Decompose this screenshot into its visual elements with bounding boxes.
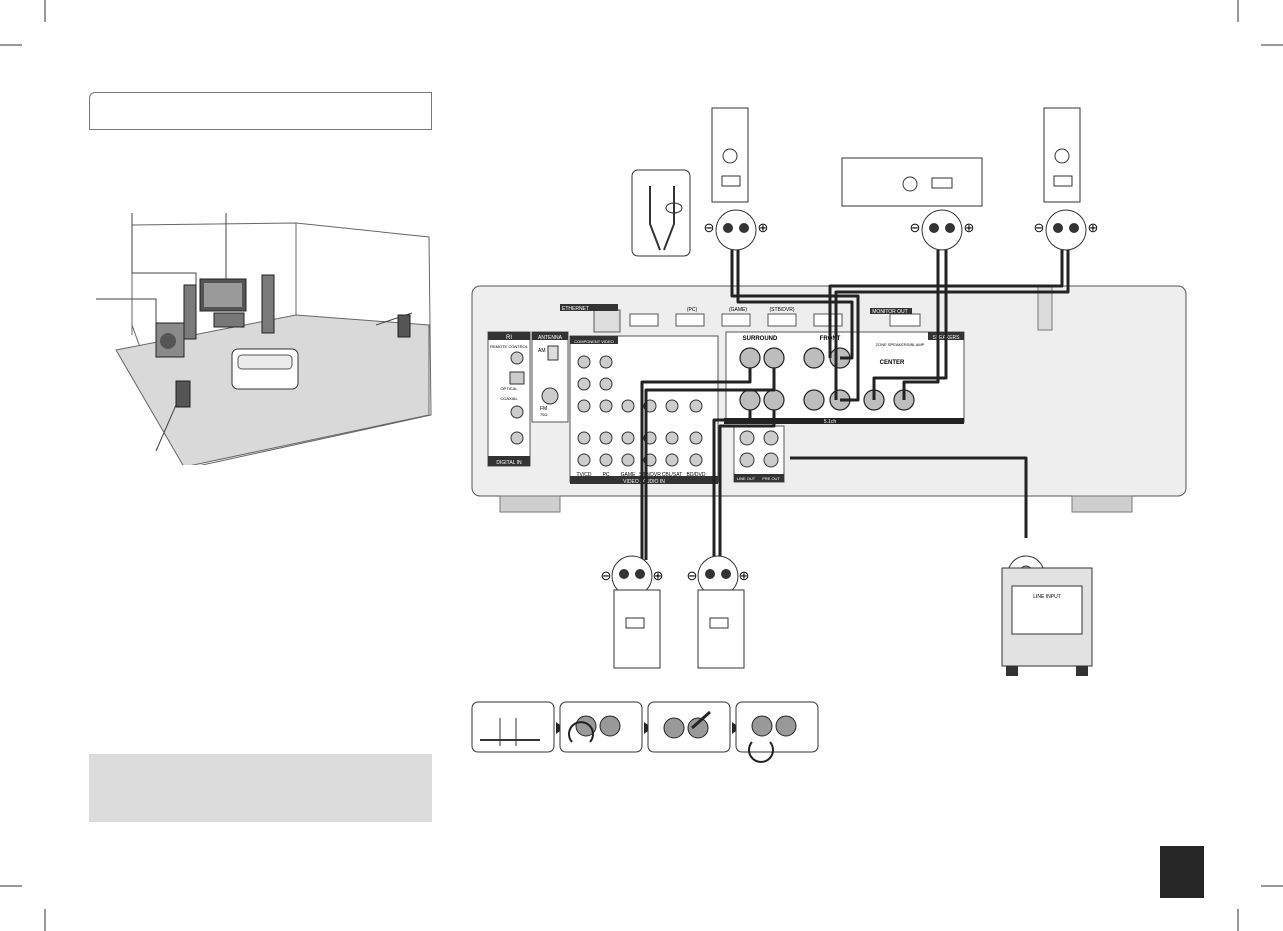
- coaxial-label: COAXIAL: [500, 396, 518, 401]
- input-label-cblsat: CBL/SAT: [662, 472, 682, 478]
- svg-text:⊕: ⊕: [758, 220, 769, 235]
- svg-text:⊖: ⊖: [601, 568, 612, 583]
- video-audio-in-label: VIDEO / AUDIO IN: [623, 479, 665, 485]
- surround-right-terminal-callout: ⊖ ⊕: [687, 555, 750, 597]
- hdmi-label-stb: (STB/DVR): [770, 307, 795, 313]
- input-label-tvcd: TV/CD: [577, 472, 592, 478]
- step-strip-wire: [471, 701, 555, 753]
- input-label-pc: PC: [603, 472, 610, 478]
- optical-label: OPTICAL: [500, 386, 518, 391]
- digital-in-label: DIGITAL IN: [496, 460, 522, 466]
- step-tighten-terminal: [735, 701, 819, 763]
- fm-label: FM: [540, 406, 547, 412]
- svg-text:⊕: ⊕: [1088, 220, 1099, 235]
- svg-text:⊕: ⊕: [739, 568, 750, 583]
- am-label: AM: [538, 348, 546, 354]
- speaker-connection-diagram: ⊖ ⊕ ⊖ ⊕ ⊖ ⊕ ETHERNET (PC) (GAME: [471, 107, 1187, 763]
- surround-right-speaker: [697, 589, 745, 669]
- receiver-rear-panel: ETHERNET (PC) (GAME) (STB/DVR) MONITOR O…: [471, 285, 1187, 513]
- subwoofer: LINE INPUT: [1001, 555, 1093, 676]
- svg-text:⊖: ⊖: [1034, 220, 1045, 235]
- front-right-terminal-callout: ⊖ ⊕: [1034, 209, 1099, 251]
- step-insert-wire: [647, 701, 731, 753]
- surround-left-speaker: [613, 589, 661, 669]
- ethernet-label: ETHERNET: [562, 306, 589, 312]
- channel-config-label: 5.1ch: [824, 419, 836, 425]
- ri-label: RI: [506, 335, 512, 341]
- cable-detail-callout: [631, 169, 691, 257]
- line-input-label: LINE INPUT: [1033, 594, 1061, 600]
- input-label-bddvd: BD/DVD: [687, 472, 706, 478]
- input-label-stbdvr: STB/DVR: [639, 472, 661, 478]
- antenna-label: ANTENNA: [538, 335, 563, 341]
- hdmi-label-game: (GAME): [729, 307, 747, 313]
- hdmi-label-pc: (PC): [687, 307, 698, 313]
- note-box: [89, 754, 432, 822]
- page-number-tab: [1160, 846, 1204, 898]
- svg-text:⊕: ⊕: [964, 220, 975, 235]
- svg-text:⊖: ⊖: [687, 568, 698, 583]
- zone-speakers-label: ZONE SPEAKERS/BI-AMP: [876, 342, 925, 347]
- remote-control-label: REMOTE CONTROL: [490, 344, 529, 349]
- speaker-cables: [640, 250, 1070, 560]
- front-left-speaker: [711, 107, 749, 203]
- subwoofer-pre-out-label: PRE OUT: [762, 476, 780, 481]
- input-label-game: GAME: [621, 472, 636, 478]
- center-label: CENTER: [880, 360, 905, 366]
- monitor-out-label: MONITOR OUT: [872, 309, 907, 315]
- room-layout-illustration: [96, 213, 432, 465]
- front-right-speaker: [1043, 107, 1081, 203]
- front-left-terminal-callout: ⊖ ⊕: [704, 209, 769, 251]
- step-loosen-terminal: [559, 701, 643, 753]
- svg-text:⊖: ⊖: [910, 220, 921, 235]
- component-video-label: COMPONENT VIDEO: [574, 339, 614, 344]
- svg-text:⊖: ⊖: [704, 220, 715, 235]
- section-title-frame: [89, 92, 432, 130]
- surround-label: SURROUND: [743, 336, 778, 342]
- center-terminal-callout: ⊖ ⊕: [910, 209, 975, 251]
- wiring-steps: [471, 701, 819, 763]
- svg-text:⊕: ⊕: [653, 568, 664, 583]
- fm-ohm-label: 75Ω: [540, 412, 547, 417]
- zone2-line-out-label: LINE OUT: [737, 476, 756, 481]
- center-speaker: [841, 157, 983, 207]
